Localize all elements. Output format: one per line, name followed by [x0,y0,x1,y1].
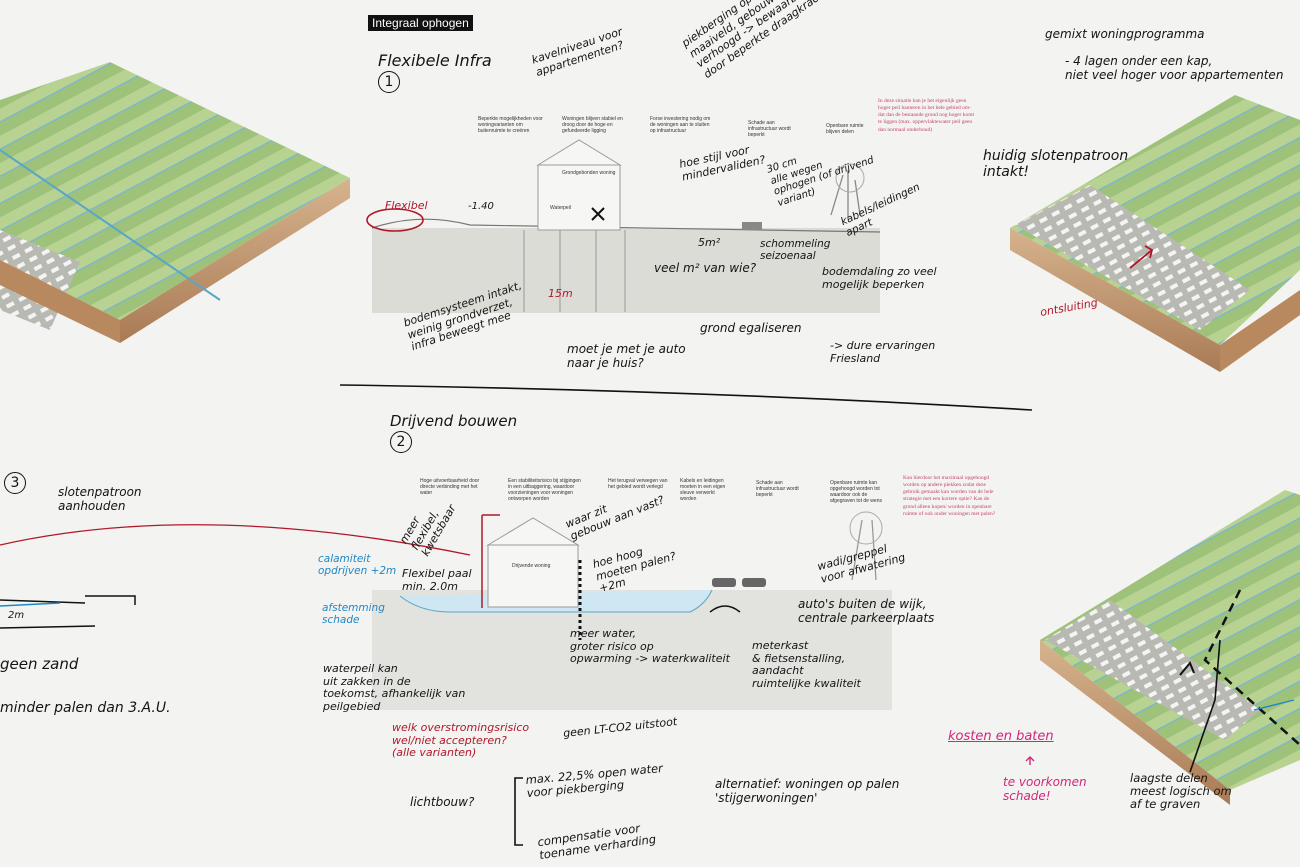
note-afstemming: afstemming schade [322,602,385,627]
note-meer-water: meer water, groter risico op opwarming -… [570,627,730,666]
subtitle: Flexibele Infra 1 [378,34,492,93]
section-2-heading: Drijvend bouwen 2 [390,396,517,453]
caption-bottom-6: Openbare ruimte kan opgehoogd worden tot… [830,480,882,504]
caption-top-5: Openbare ruimte blijven delen [826,123,864,135]
caption-bottom-red: Kan hierdoor het maximaal opgehoogd word… [903,475,996,517]
map-block-top-right [1010,95,1300,372]
section-number-3: 3 [4,472,26,495]
note-meterkast: meterkast & fietsenstalling, aandacht ru… [752,639,861,690]
caption-top-2: Woningen blijven stabiel en droog door d… [562,116,623,134]
note-m2: 5m² [698,236,721,249]
note-sloten: slotenpatroon aanhouden [58,485,142,513]
caption-top-3: Forse investering nodig om de woningen a… [650,116,711,134]
caption-top-4: Schade aan infrastructuur wordt beperkt [748,120,791,138]
map-block-top-left [0,62,350,343]
caption-bottom-5: Schade aan infrastructuur wordt beperkt [756,480,799,498]
caption-bottom-4: Kabels en leidingen moeten in een eigen … [680,478,726,502]
note-waterpeil: waterpeil kan uit zakken in de toekomst,… [323,662,466,713]
label-woning-top: Grondgebonden woning [562,170,616,176]
note-alternatief: alternatief: woningen op palen 'stijgerw… [715,777,900,805]
caption-top-red: In deze situatie kan je het eigenlijk ge… [878,98,975,133]
note-grond: grond egaliseren [700,321,802,335]
caption-bottom-3: Het terugval verwegen van het gebied wor… [608,478,668,490]
note-auto: moet je met je auto naar je huis? [567,342,686,370]
note-laagste: laagste delen meest logisch om af te gra… [1130,771,1232,812]
title-block: Integraal ophogen [368,12,473,31]
note-paal-15m: 15m [548,287,573,300]
red-curve [0,524,471,556]
section-divider [339,384,1033,411]
note-autos: auto's buiten de wijk, centrale parkeerp… [798,597,935,625]
cross-section-1 [366,139,881,313]
label-peil-top: Waterpeil [550,205,571,211]
note-woningprogramma: gemixt woningprogramma [1045,27,1205,41]
cross-section-2 [372,511,892,710]
note-voorkomen: te voorkomen schade! [1003,775,1087,803]
note-flexibel: Flexibel [385,199,428,212]
section-number-1: 1 [378,70,400,93]
note-flexibel-paal: Flexibel paal min. 2.0m [402,567,472,593]
section-2-title: Drijvend bouwen [390,412,518,431]
note-overstroming: welk overstromingsrisico wel/niet accept… [392,721,530,760]
note-hoogte: -1.40 [468,201,494,212]
caption-top-1: Beperkte mogelijkheden voor woningvarian… [478,116,543,134]
note-zand: geen zand [0,655,79,673]
note-veel-m2: veel m² van wie? [654,261,757,275]
note-bodemdaling: bodemdaling zo veel mogelijk beperken [822,265,937,291]
map-block-bottom-right [1040,490,1300,805]
note-palen: minder palen dan 3.A.U. [0,700,171,716]
caption-bottom-1: Hoge uitvoerbaarheid door directe verbin… [420,478,480,496]
section-number-2: 2 [390,430,412,453]
section-3-heading: 3 [4,456,26,495]
note-slotenpatroon: huidig slotenpatroon intakt! [983,148,1129,181]
note-kosten-baten: kosten en baten [948,729,1054,744]
note-lagen: - 4 lagen onder een kap, niet veel hoger… [1065,54,1284,82]
note-schommeling: schommeling seizoenaal [760,238,831,263]
note-calamiteit: calamiteit opdrijven +2m [318,553,397,578]
title-tag: Integraal ophogen [368,15,473,31]
subtitle-text: Flexibele Infra [378,51,492,71]
caption-bottom-2: Een stabiliteitsrisico bij stijgingen in… [508,478,581,502]
note-lichtbouw: lichtbouw? [410,795,475,809]
note-2m: 2m [8,610,25,621]
label-woning-bottom: Drijvende woning [512,563,551,569]
note-ervaringen: -> dure ervaringen Friesland [830,339,936,365]
